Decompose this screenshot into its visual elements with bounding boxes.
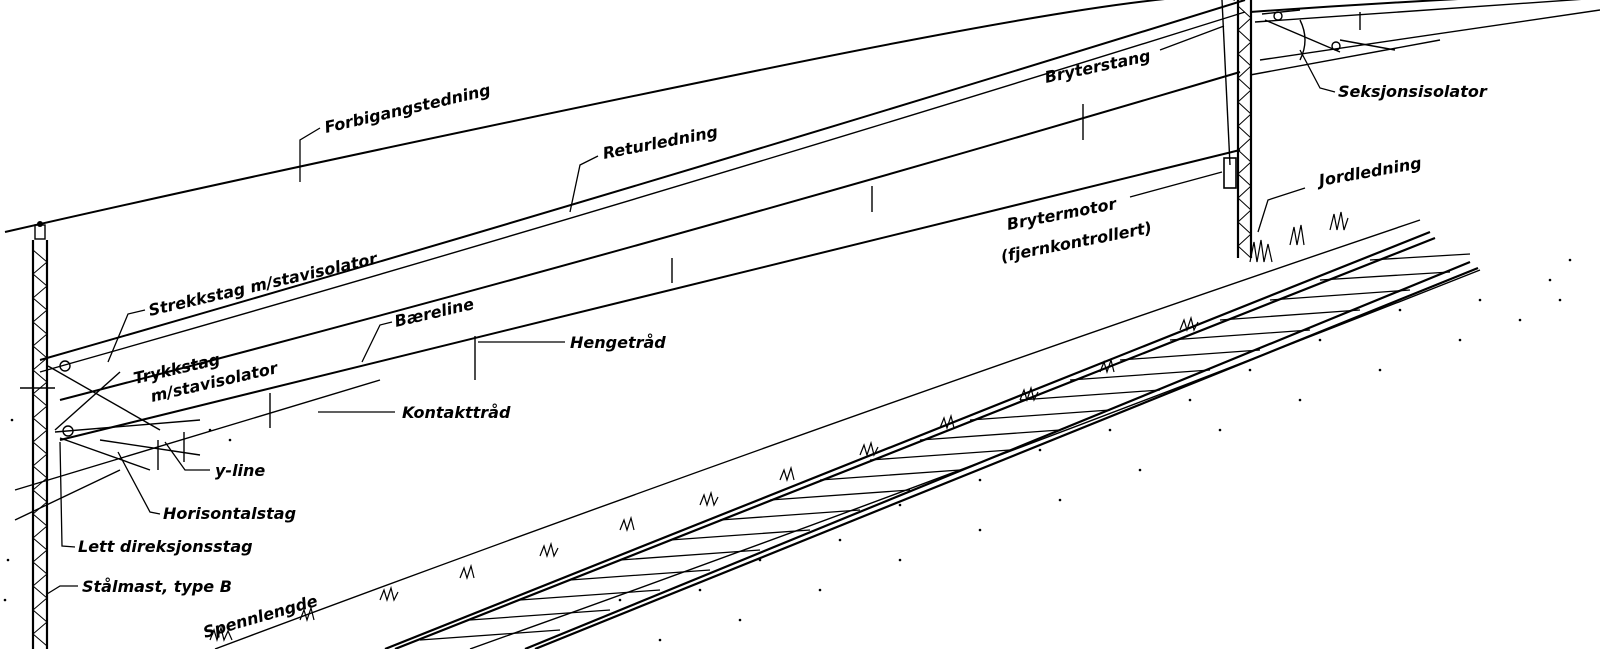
- label-forbigangstedning: Forbigangstedning: [323, 80, 493, 137]
- lower-wire-2: [14, 469, 121, 521]
- label-horisontalstag: Horisontalstag: [163, 504, 296, 523]
- leader-y-line: [164, 441, 210, 471]
- insulator-icon: [62, 425, 74, 437]
- railway-track: [214, 219, 1481, 649]
- mast-insulator: [37, 221, 43, 227]
- return-wire-2: [39, 11, 1246, 373]
- sleeper: [419, 253, 1471, 641]
- leader-returledning: [569, 155, 599, 213]
- steady-arm: [59, 437, 151, 471]
- leader-horisontalstag: [117, 451, 161, 515]
- pressure-strut: [54, 371, 121, 431]
- ballast-gravel: [3, 258, 1572, 642]
- insulator-icon: [59, 360, 71, 372]
- sleepers: [419, 253, 1471, 641]
- grass-tufts: [209, 211, 1349, 642]
- leader-brytermotor: [1129, 171, 1223, 198]
- lower-wire: [14, 379, 381, 491]
- right-wire-2: [1259, 9, 1600, 61]
- tension-strut: [47, 365, 161, 431]
- registration-arms: [47, 360, 201, 471]
- label-bryterstang: Bryterstang: [1043, 46, 1152, 87]
- grass-border: [209, 211, 1349, 642]
- insulator-icon: [1273, 11, 1283, 21]
- rail-lower-outer: [524, 260, 1471, 649]
- right-wire-1: [1254, 0, 1582, 23]
- lattice-steel-mast-icon: [1237, 5, 1252, 259]
- return-wire: [39, 0, 1246, 361]
- section-insulator-gear: [1261, 9, 1396, 61]
- y-line-wire: [99, 439, 201, 456]
- leader-baereline: [361, 321, 393, 363]
- leader-strekkstag: [107, 309, 146, 363]
- ballast-edge-upper: [214, 219, 1421, 649]
- label-hengetrad: Hengetråd: [570, 333, 666, 352]
- label-returledning: Returledning: [601, 122, 719, 163]
- bypass-feeder-wire-right: [1249, 0, 1459, 13]
- leader-stalmast: [46, 585, 78, 595]
- label-lett-direksjonsstag: Lett direksjonsstag: [78, 537, 253, 556]
- switch-motor-icon: [1223, 157, 1237, 189]
- horizontal-strut: [54, 419, 201, 433]
- label-seksjonsisolator: Seksjonsisolator: [1338, 82, 1488, 101]
- leader-bryterstang: [1159, 25, 1225, 51]
- label-stalmast: Stålmast, type B: [82, 577, 232, 596]
- messenger-wire: [59, 71, 1241, 401]
- label-y-line: y-line: [215, 461, 265, 480]
- leader-forbigangstedning: [299, 127, 321, 182]
- lattice-steel-mast-icon: [32, 249, 48, 647]
- label-jordledning: Jordledning: [1314, 153, 1422, 190]
- steel-mast-left: [20, 221, 55, 649]
- droppers: [157, 104, 1084, 470]
- insulator-icon: [1331, 41, 1341, 51]
- mast-top-cap: [34, 224, 46, 240]
- rail-upper-outer: [384, 230, 1431, 649]
- switch-rod: [1221, 0, 1231, 166]
- label-kontakttrad: Kontakttråd: [402, 403, 511, 422]
- bypass-feeder-wire: [4, 0, 1235, 233]
- leader-lines: [46, 25, 1336, 595]
- right-wire-3: [1249, 39, 1441, 76]
- rail-lower-inner: [534, 266, 1479, 649]
- label-baereline: Bæreline: [393, 294, 476, 331]
- labels: Forbigangstedning Returledning Brytersta…: [78, 46, 1488, 642]
- rail-upper-inner: [394, 236, 1436, 649]
- steel-mast-right: [1221, 0, 1396, 259]
- leader-lett-direksjonsstag: [59, 441, 76, 548]
- overhead-wires: [4, 0, 1600, 521]
- leader-jordledning: [1257, 187, 1306, 233]
- leader-seksjonsisolator: [1299, 49, 1336, 93]
